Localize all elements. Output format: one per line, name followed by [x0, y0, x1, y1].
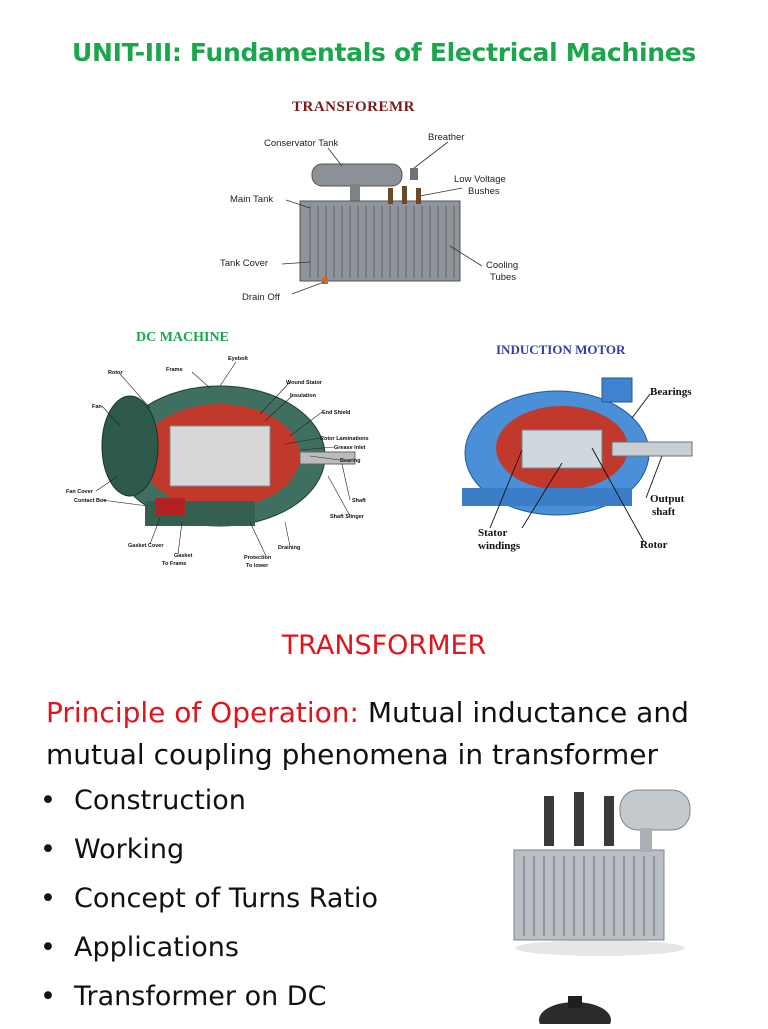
label-fan-cover: Fan Cover	[66, 489, 94, 495]
label-stator: Stator	[478, 527, 507, 539]
label-wound-stator: Wound Stator	[286, 380, 323, 386]
dc-machine-diagram: DC MACHINE E	[60, 326, 390, 572]
label-windings: windings	[478, 540, 521, 552]
label-cooling: Cooling	[486, 260, 518, 271]
list-item: Applications	[40, 927, 378, 976]
transformer-illustration: Conservator Tank Breather Main Tank Low …	[220, 132, 518, 303]
label-grease-inlet: Grease Inlet	[334, 445, 366, 451]
label-draining: Draining	[278, 545, 300, 551]
label-bearing: Bearing	[340, 458, 360, 464]
principle-of-operation: Principle of Operation: Mutual inductanc…	[46, 692, 746, 776]
induction-motor-heading: INDUCTION MOTOR	[496, 342, 626, 357]
transformer-diagram-heading: TRANSFOREMR	[292, 99, 416, 115]
transformer-photo	[500, 780, 700, 960]
bottom-partial-image	[530, 992, 620, 1029]
list-item: Working	[40, 829, 378, 878]
label-main-tank: Main Tank	[230, 194, 273, 205]
label-rotor-dc: Rotor	[108, 370, 124, 376]
label-conservator-tank: Conservator Tank	[264, 138, 339, 149]
induction-motor-diagram: INDUCTION MOTOR Bearings Output shaft St…	[462, 338, 712, 558]
label-tank-cover: Tank Cover	[220, 258, 268, 269]
label-low-voltage: Low Voltage	[454, 174, 506, 185]
label-rotor-im: Rotor	[640, 539, 668, 551]
label-gasket-cover: Gasket Cover	[128, 543, 164, 549]
dc-machine-illustration: Eyebolt Frame Rotor Wound Stator Insulat…	[66, 356, 369, 569]
label-fan: Fan	[92, 404, 102, 410]
label-protection: Protection	[244, 555, 272, 561]
label-tubes: Tubes	[490, 272, 516, 283]
label-end-shield: End Shield	[322, 410, 350, 416]
list-item: Transformer on DC	[40, 976, 378, 1025]
label-rotor-laminations: Rotor Laminations	[320, 436, 369, 442]
page-title: UNIT-III: Fundamentals of Electrical Mac…	[72, 38, 696, 67]
label-bearings: Bearings	[650, 386, 692, 398]
principle-text: Mutual inductance and mutual coupling ph…	[46, 696, 689, 771]
dc-machine-heading: DC MACHINE	[136, 330, 229, 345]
label-shaft-im: shaft	[652, 506, 676, 518]
label-eyebolt: Eyebolt	[228, 356, 248, 362]
list-item: Concept of Turns Ratio	[40, 878, 378, 927]
label-gasket: Gasket	[174, 553, 193, 559]
label-bushes: Bushes	[468, 186, 500, 197]
principle-label: Principle of Operation:	[46, 696, 359, 729]
transformer-photo-illustration	[513, 789, 691, 956]
list-item: Construction	[40, 780, 378, 829]
label-shaft-slinger: Shaft Slinger	[330, 514, 365, 520]
label-insulation: Insulation	[290, 393, 317, 399]
label-contact-box: Contact Box	[74, 498, 107, 504]
topic-list: Construction Working Concept of Turns Ra…	[40, 780, 378, 1025]
label-to-frame: To Frame	[162, 561, 186, 567]
label-shaft: Shaft	[352, 498, 366, 504]
label-output: Output	[650, 493, 685, 505]
partial-device-illustration	[539, 996, 611, 1029]
induction-motor-illustration: Bearings Output shaft Stator windings Ro…	[462, 377, 693, 552]
label-breather: Breather	[428, 132, 464, 143]
label-to-lower: To lower	[246, 563, 269, 569]
section-heading: TRANSFORMER	[281, 630, 487, 661]
label-drain-off: Drain Off	[242, 292, 280, 303]
label-frame: Frame	[166, 367, 183, 373]
transformer-diagram: TRANSFOREMR	[210, 96, 560, 306]
